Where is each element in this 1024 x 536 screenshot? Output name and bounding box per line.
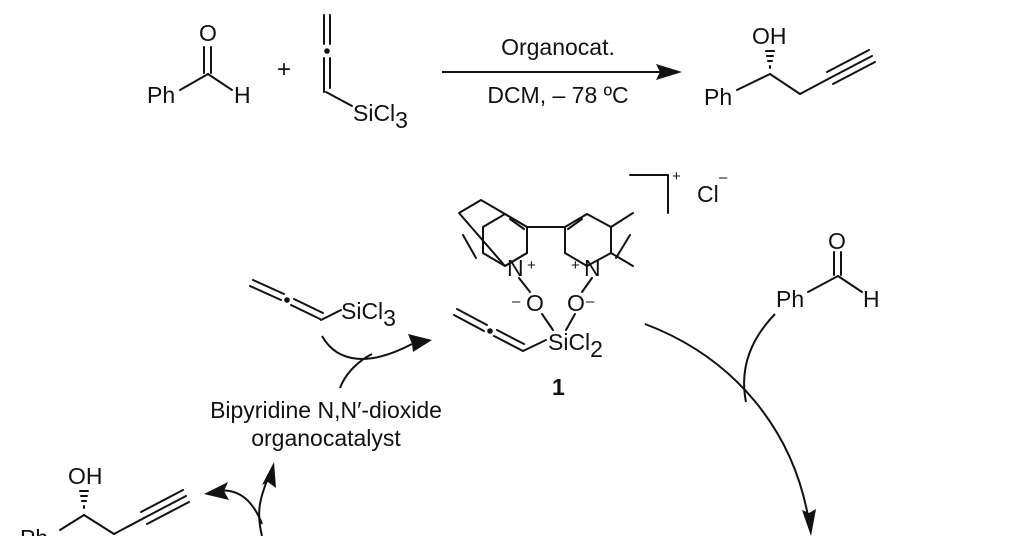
catalyst-label: Bipyridine N,N′-dioxide organocatalyst — [210, 397, 442, 451]
cycle-benzaldehyde: O Ph H — [776, 228, 880, 312]
aldehyde-oxygen: O — [199, 20, 217, 46]
cycle-aldehyde-phenyl: Ph — [776, 286, 804, 312]
homopropargylic-alcohol-product: OH Ph — [704, 23, 876, 110]
cycle-product-phenyl: Ph — [20, 525, 48, 536]
arrow-condition-catalyst: Organocat. — [501, 34, 615, 60]
counter-ion-charge: – — [719, 169, 728, 186]
right-n-oxide-oxygen: O — [567, 290, 585, 316]
allenyl-trichlorosilane-structure: SiCl3 — [323, 14, 408, 133]
left-oxygen-charge: – — [512, 293, 521, 310]
counter-ion-chloride: Cl — [697, 181, 719, 207]
allenyl-silane-reagent: SiCl3 — [249, 279, 396, 331]
right-nitrogen-charge: + — [571, 257, 580, 274]
aldehyde-hydrogen: H — [234, 82, 251, 108]
compound-label: 1 — [552, 374, 565, 400]
product-hydroxyl: OH — [752, 23, 787, 49]
benzaldehyde-structure: O Ph H — [147, 20, 251, 108]
cycle-product: OH Ph — [20, 463, 190, 536]
arrow-condition-solvent-temp: DCM, – 78 ºC — [487, 82, 628, 108]
right-oxygen-charge: – — [586, 293, 595, 310]
cycle-arrow-right — [644, 313, 816, 536]
aldehyde-phenyl: Ph — [147, 82, 175, 108]
cycle-aldehyde-oxygen: O — [828, 228, 846, 254]
cycle-product-hydroxyl: OH — [68, 463, 103, 489]
silyl-group: SiCl3 — [353, 100, 408, 133]
left-nitrogen-charge: + — [527, 257, 536, 274]
cycle-aldehyde-hydrogen: H — [863, 286, 880, 312]
silicon-dichloride: SiCl2 — [548, 329, 603, 362]
reagent-entry-arrow — [321, 334, 432, 389]
right-pyridine-nitrogen: N — [584, 255, 601, 281]
plus-sign: + — [277, 56, 291, 83]
catalyst-name-line-2: organocatalyst — [251, 425, 401, 451]
left-pyridine-nitrogen: N — [507, 255, 524, 281]
reaction-arrow: Organocat. DCM, – 78 ºC — [442, 34, 682, 108]
catalyst-name-line-1: Bipyridine N,N′-dioxide — [210, 397, 442, 423]
complex-charge: + — [672, 168, 681, 185]
reagent-silyl-group: SiCl3 — [341, 298, 396, 331]
left-n-oxide-oxygen: O — [526, 290, 544, 316]
silicon-complex-1: N + + N – O O – SiCl2 + Cl – 1 — [453, 168, 728, 400]
cycle-arrow-left — [204, 462, 276, 536]
product-phenyl: Ph — [704, 84, 732, 110]
